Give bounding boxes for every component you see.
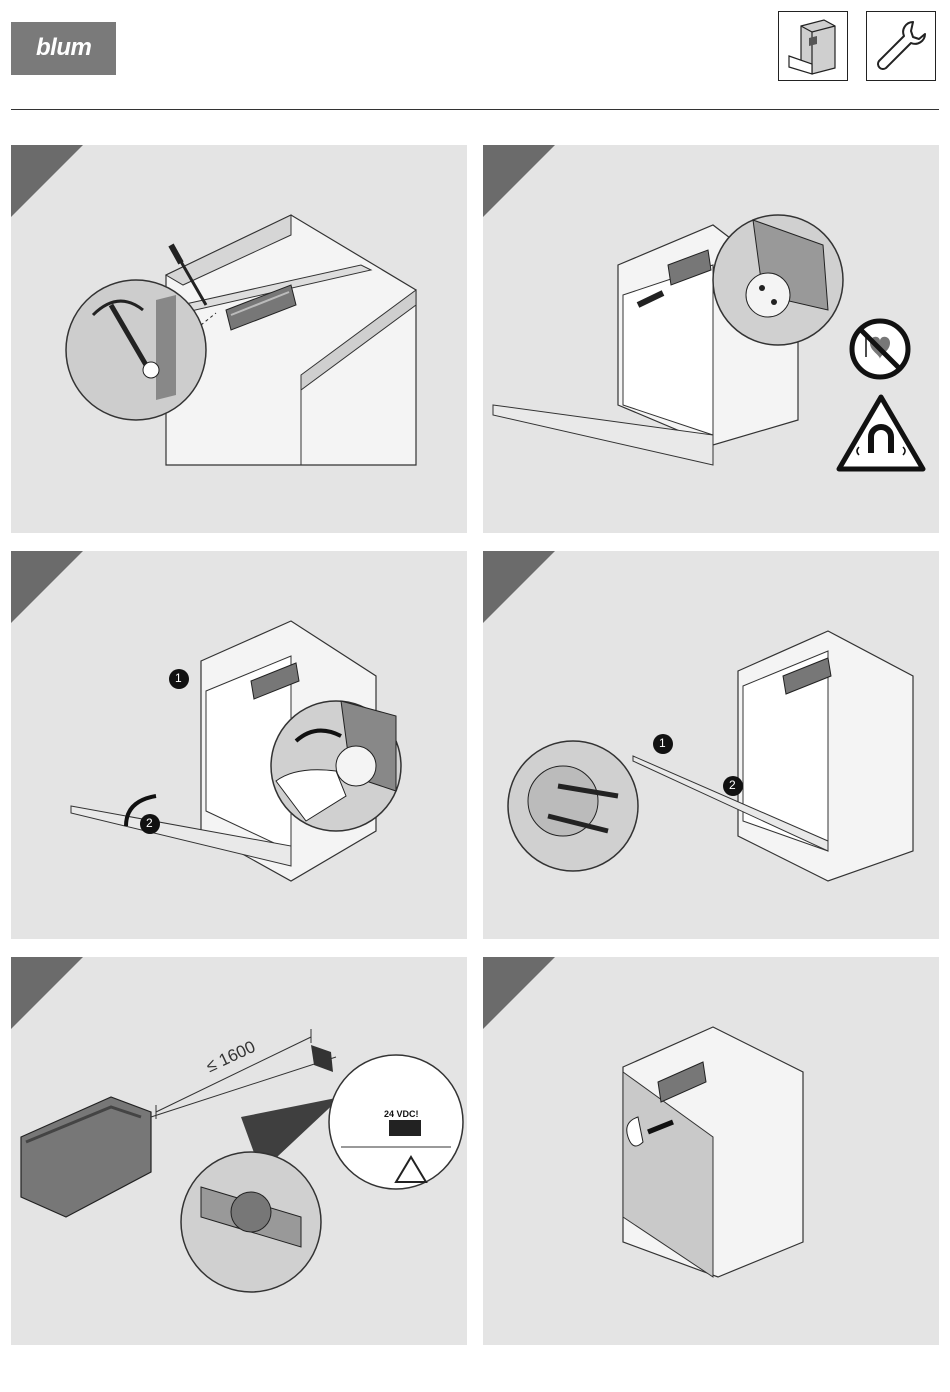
panel-3-release-step: 1 2 (11, 551, 467, 939)
brand-name: blum (36, 34, 91, 62)
power-supply-illustration (11, 957, 467, 1345)
drawer-assembly-icon (778, 11, 848, 81)
panel-5-cable-length: ≤ 1600 24 VDC! (11, 957, 467, 1345)
panel-4-screw-attach: 1 2 (483, 551, 939, 939)
wrench-icon (866, 11, 936, 81)
panel-1-screw-fixing (11, 145, 467, 533)
marker-2-label: 2 (146, 816, 153, 830)
marker-1-label: 1 (175, 671, 182, 685)
release-illustration (11, 551, 467, 939)
no-pacemaker-icon (848, 317, 912, 381)
magnetic-field-warning-icon (835, 393, 927, 473)
push-to-open-illustration (483, 957, 939, 1345)
voltage-label: 24 VDC! (384, 1109, 419, 1119)
panel-2-magnetic-warning (483, 145, 939, 533)
marker-1-label: 1 (659, 736, 666, 750)
screw-fixing-illustration (11, 145, 467, 533)
panel-6-push-to-open (483, 957, 939, 1345)
marker-2-label: 2 (729, 778, 736, 792)
screw-attach-illustration (483, 551, 939, 939)
blum-logo: blum (11, 22, 116, 75)
header-divider (11, 109, 939, 110)
